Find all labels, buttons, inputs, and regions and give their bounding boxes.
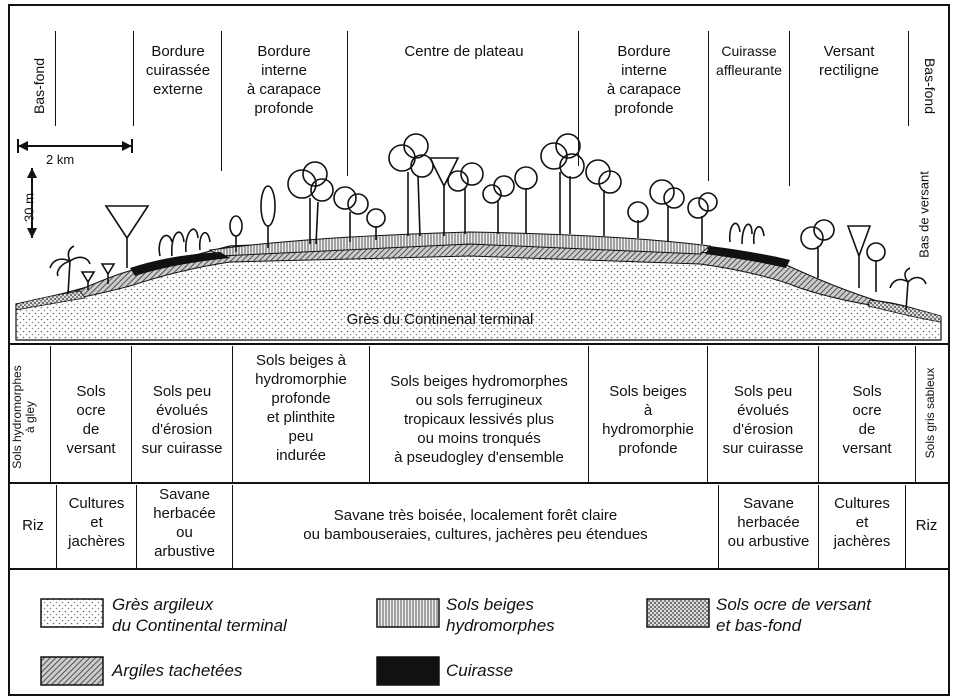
soil-divider <box>369 346 370 482</box>
veg-label-riz-left: Riz <box>22 517 44 534</box>
zone-label-bordure-interne-right: Bordure interne à carapace profonde <box>606 43 682 117</box>
zone-divider <box>708 31 709 181</box>
veg-divider <box>905 485 906 568</box>
zone-label-centre-plateau: Centre de plateau <box>404 43 524 60</box>
zone-label-bordure-interne-left: Bordure interne à carapace profonde <box>246 43 322 117</box>
soil-label-ocre-versant-right: Sols ocre de versant <box>842 383 892 457</box>
legend-swatch-gres <box>40 598 104 628</box>
zone-divider <box>55 31 56 126</box>
zone-label-versant-rectiligne: Versant rectiligne <box>818 43 880 79</box>
diagram-frame: Bas-fond Bordure cuirassée externe Bordu… <box>8 4 950 696</box>
legend-label-sols-ocre: Sols ocre de versant et bas-fond <box>716 595 871 635</box>
soil-label-beiges-hydromorphie: Sols beiges à hydromorphie profonde <box>602 383 694 457</box>
scale-horizontal-label: 2 km <box>46 152 75 167</box>
soil-divider <box>818 346 819 482</box>
veg-divider <box>818 485 819 568</box>
legend-swatch-argiles <box>40 656 104 686</box>
soil-label-peu-evolues-left: Sols peu évolués d'érosion sur cuirasse <box>141 383 223 457</box>
soil-divider <box>707 346 708 482</box>
soil-label-gris-sableux: Sols gris sableux <box>923 367 937 459</box>
veg-divider <box>232 485 233 568</box>
legend-label-cuirasse: Cuirasse <box>446 661 514 680</box>
zone-divider <box>578 31 579 166</box>
veg-label-cultures-left: Cultures et jachères <box>68 495 125 550</box>
veg-label-riz-right: Riz <box>915 517 938 534</box>
legend-swatch-sols-beiges <box>376 598 440 628</box>
zone-divider <box>908 31 909 126</box>
soil-label-ocre-versant-left: Sols ocre de versant <box>66 383 116 457</box>
legend-swatch-sols-ocre <box>646 598 710 628</box>
soil-label-beiges-plinthite: Sols beiges à hydromorphie profonde et p… <box>255 352 347 464</box>
zone-divider <box>221 31 222 171</box>
divider-profile-soils <box>10 343 948 345</box>
soil-label-beiges-ferrugineux: Sols beiges hydromorphes ou sols ferrugi… <box>390 373 568 466</box>
divider-vegetation-legend <box>10 568 948 570</box>
soil-divider <box>915 346 916 482</box>
cross-section-profile: Grès du Continenal terminal <box>15 133 942 341</box>
veg-label-cultures-right: Cultures et jachères <box>833 495 891 550</box>
veg-divider <box>718 485 719 568</box>
zone-divider <box>789 31 790 186</box>
zone-label-cuirasse-affleurante: Cuirasse affleurante <box>716 43 782 78</box>
soil-divider <box>232 346 233 482</box>
legend-label-sols-beiges: Sols beiges hydromorphes <box>446 595 555 635</box>
soil-divider <box>131 346 132 482</box>
legend-swatch-cuirasse <box>376 656 440 686</box>
veg-label-savane-herbacee-right: Savane herbacée ou arbustive <box>727 495 810 550</box>
soil-divider <box>50 346 51 482</box>
zone-divider <box>347 31 348 176</box>
soil-divider <box>588 346 589 482</box>
divider-soils-vegetation <box>10 482 948 484</box>
veg-divider <box>136 485 137 568</box>
geology-label: Grès du Continenal terminal <box>347 311 534 328</box>
veg-label-savane-boisee: Savane très boisée, localement forêt cla… <box>303 507 648 543</box>
legend-label-argiles: Argiles tachetées <box>112 661 243 680</box>
soil-label-peu-evolues-right: Sols peu évolués d'érosion sur cuirasse <box>722 383 804 457</box>
legend-label-gres: Grès argileux du Continental terminal <box>112 595 287 635</box>
zone-label-bordure-externe: Bordure cuirassée externe <box>145 43 211 98</box>
veg-divider <box>56 485 57 568</box>
soil-label-hydromorphes-gley: Sols hydromorphes à gley <box>10 365 37 469</box>
zone-divider <box>133 31 134 126</box>
veg-label-savane-herbacee-left: Savane herbacée ou arbustive <box>153 486 216 560</box>
